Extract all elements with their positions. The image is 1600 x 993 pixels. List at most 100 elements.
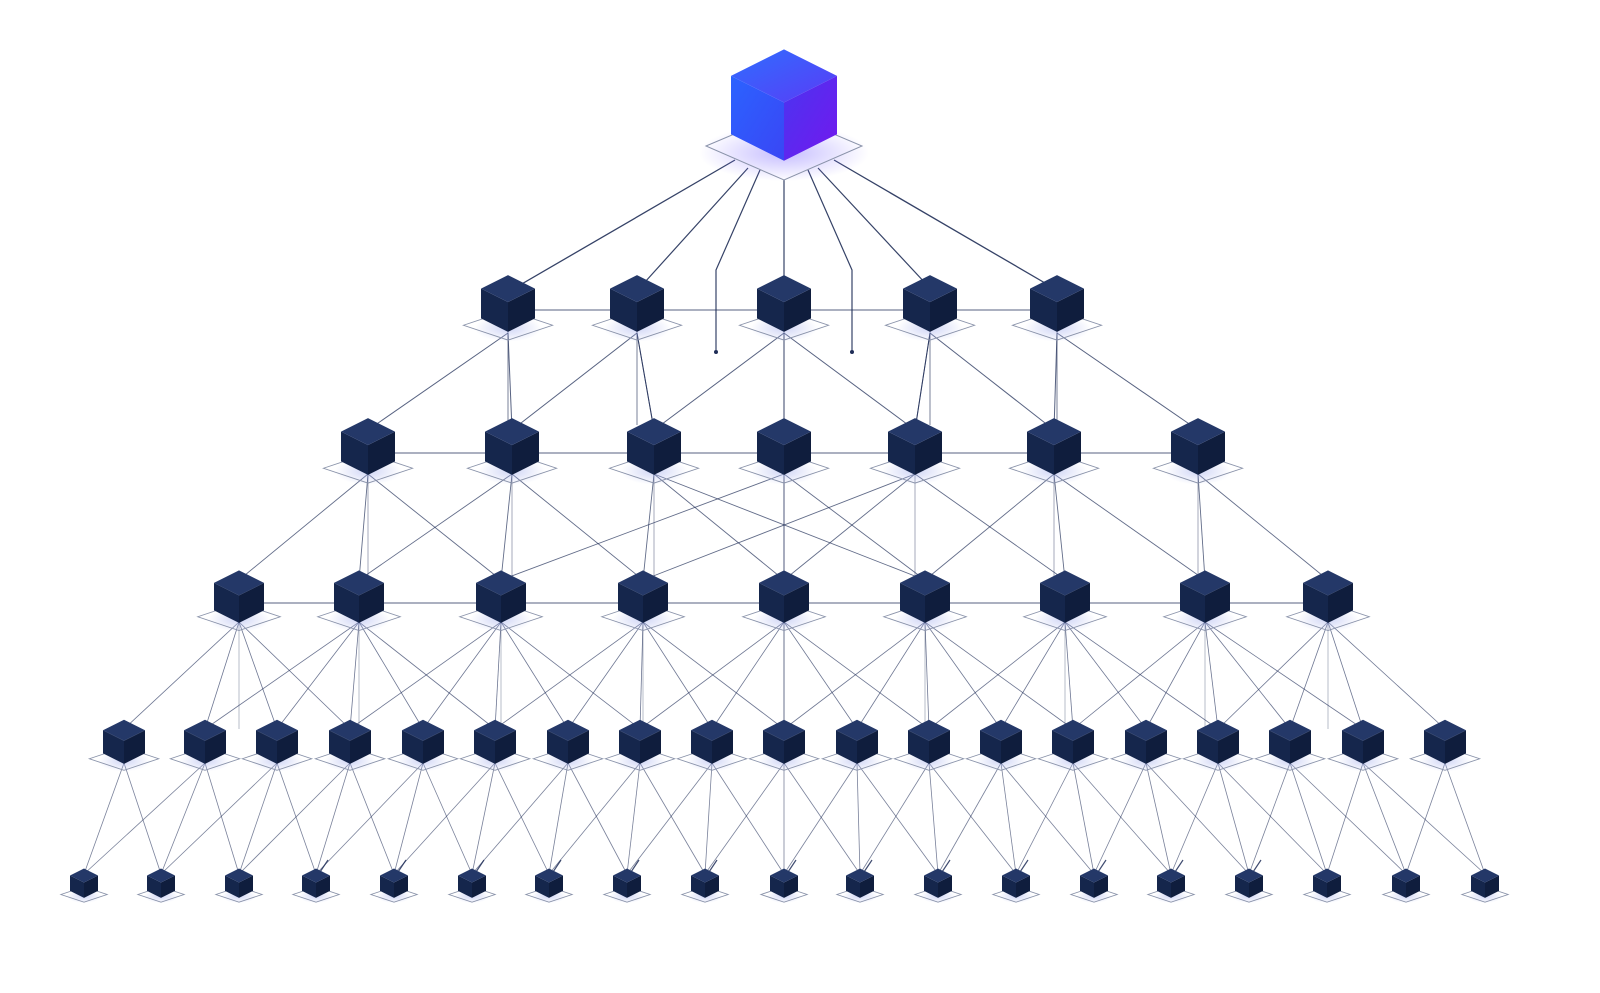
connection-line xyxy=(422,621,502,730)
cube-face-top xyxy=(1180,570,1230,596)
connection-line xyxy=(276,762,317,875)
connection-line xyxy=(494,621,502,730)
cube-face-right xyxy=(643,582,668,623)
cube-face-right xyxy=(1065,582,1090,623)
cube-face-top xyxy=(613,868,641,883)
connection-line xyxy=(626,762,641,875)
cube-face-top xyxy=(214,570,264,596)
cube-face-right xyxy=(1445,730,1466,764)
connection-line xyxy=(783,762,858,875)
cube-face-top xyxy=(147,868,175,883)
tier-3-node xyxy=(1303,570,1353,623)
connection-line xyxy=(783,473,926,581)
cube-face-right xyxy=(350,730,371,764)
connection-line xyxy=(1327,621,1364,730)
cube-face-right xyxy=(1218,730,1239,764)
cube-face-top xyxy=(1342,719,1384,741)
connection-line xyxy=(500,473,785,581)
cube-face-top xyxy=(924,868,952,883)
cube-face-left xyxy=(329,730,350,764)
root-link xyxy=(833,159,1058,291)
connection-line xyxy=(123,621,240,730)
tier-3-node xyxy=(900,570,950,623)
cube-face-left xyxy=(1157,875,1171,898)
cube-face-top xyxy=(618,570,668,596)
connection-line xyxy=(1327,621,1446,730)
cube-face-right xyxy=(1001,730,1022,764)
cube-face-top xyxy=(485,418,539,446)
connection-line xyxy=(639,621,785,730)
cube-face-left xyxy=(763,730,784,764)
connection-line xyxy=(856,762,939,875)
tier-3-node xyxy=(759,570,809,623)
cube-face-right xyxy=(1205,582,1230,623)
tier-1-node xyxy=(903,275,957,332)
cube-face-right xyxy=(239,875,253,898)
tier-2-node xyxy=(627,418,681,475)
cube-face-left xyxy=(846,875,860,898)
cube-face-right xyxy=(161,875,175,898)
cube-face-right xyxy=(549,875,563,898)
connection-line xyxy=(238,473,369,581)
cube-face-top xyxy=(691,719,733,741)
cube-face-top xyxy=(1392,868,1420,883)
tier-1-node xyxy=(1030,275,1084,332)
connection-line xyxy=(639,621,644,730)
cube-face-top xyxy=(103,719,145,741)
tier-1-node xyxy=(610,275,664,332)
cube-face-top xyxy=(757,275,811,303)
cube-face-right xyxy=(627,875,641,898)
connection-line xyxy=(856,762,861,875)
tier-3-node xyxy=(476,570,526,623)
cube-face-left xyxy=(1171,431,1198,475)
connection-line xyxy=(349,621,502,730)
connection-line xyxy=(924,473,1055,581)
tier-4-node xyxy=(1424,719,1466,764)
connection-line xyxy=(393,762,496,875)
tier-4-node xyxy=(619,719,661,764)
connection-line xyxy=(349,621,360,730)
cube-face-left xyxy=(341,431,368,475)
connection-line xyxy=(1145,762,1250,875)
cube-face-top xyxy=(302,868,330,883)
tier-3-node xyxy=(1180,570,1230,623)
cube-face-left xyxy=(481,288,508,332)
tier-5-node xyxy=(924,868,952,898)
connection-line xyxy=(1064,621,1219,730)
connection-line xyxy=(783,621,930,730)
connection-line xyxy=(238,621,351,730)
cube-face-right xyxy=(1290,730,1311,764)
connection-line xyxy=(1444,762,1486,875)
cube-face-top xyxy=(334,570,384,596)
tier-5-node xyxy=(613,868,641,898)
cube-face-left xyxy=(924,875,938,898)
tier-4-node xyxy=(329,719,371,764)
tier-2-node xyxy=(888,418,942,475)
cube-face-left xyxy=(103,730,124,764)
connection-line xyxy=(315,762,424,875)
tier-4-node xyxy=(1342,719,1384,764)
cube-face-top xyxy=(1080,868,1108,883)
arrow-tick xyxy=(475,859,485,873)
connection-line xyxy=(653,473,785,581)
connection-line xyxy=(500,473,513,581)
cube-face-right xyxy=(124,730,145,764)
arrow-tick xyxy=(1097,859,1107,873)
connection-line xyxy=(358,621,424,730)
tier-5-node xyxy=(1313,868,1341,898)
connection-line xyxy=(358,621,496,730)
cube-face-left xyxy=(214,582,239,623)
cube-face-right xyxy=(472,875,486,898)
cube-face-top xyxy=(888,418,942,446)
cube-face-left xyxy=(1125,730,1146,764)
cube-face-left xyxy=(908,730,929,764)
arrow-tick xyxy=(787,859,797,873)
tier-4-node xyxy=(763,719,805,764)
connection-line xyxy=(1145,621,1206,730)
cube-face-right xyxy=(205,730,226,764)
connection-line xyxy=(1197,473,1329,581)
connection-line xyxy=(928,762,1017,875)
connection-line xyxy=(367,473,502,581)
cube-face-left xyxy=(900,582,925,623)
